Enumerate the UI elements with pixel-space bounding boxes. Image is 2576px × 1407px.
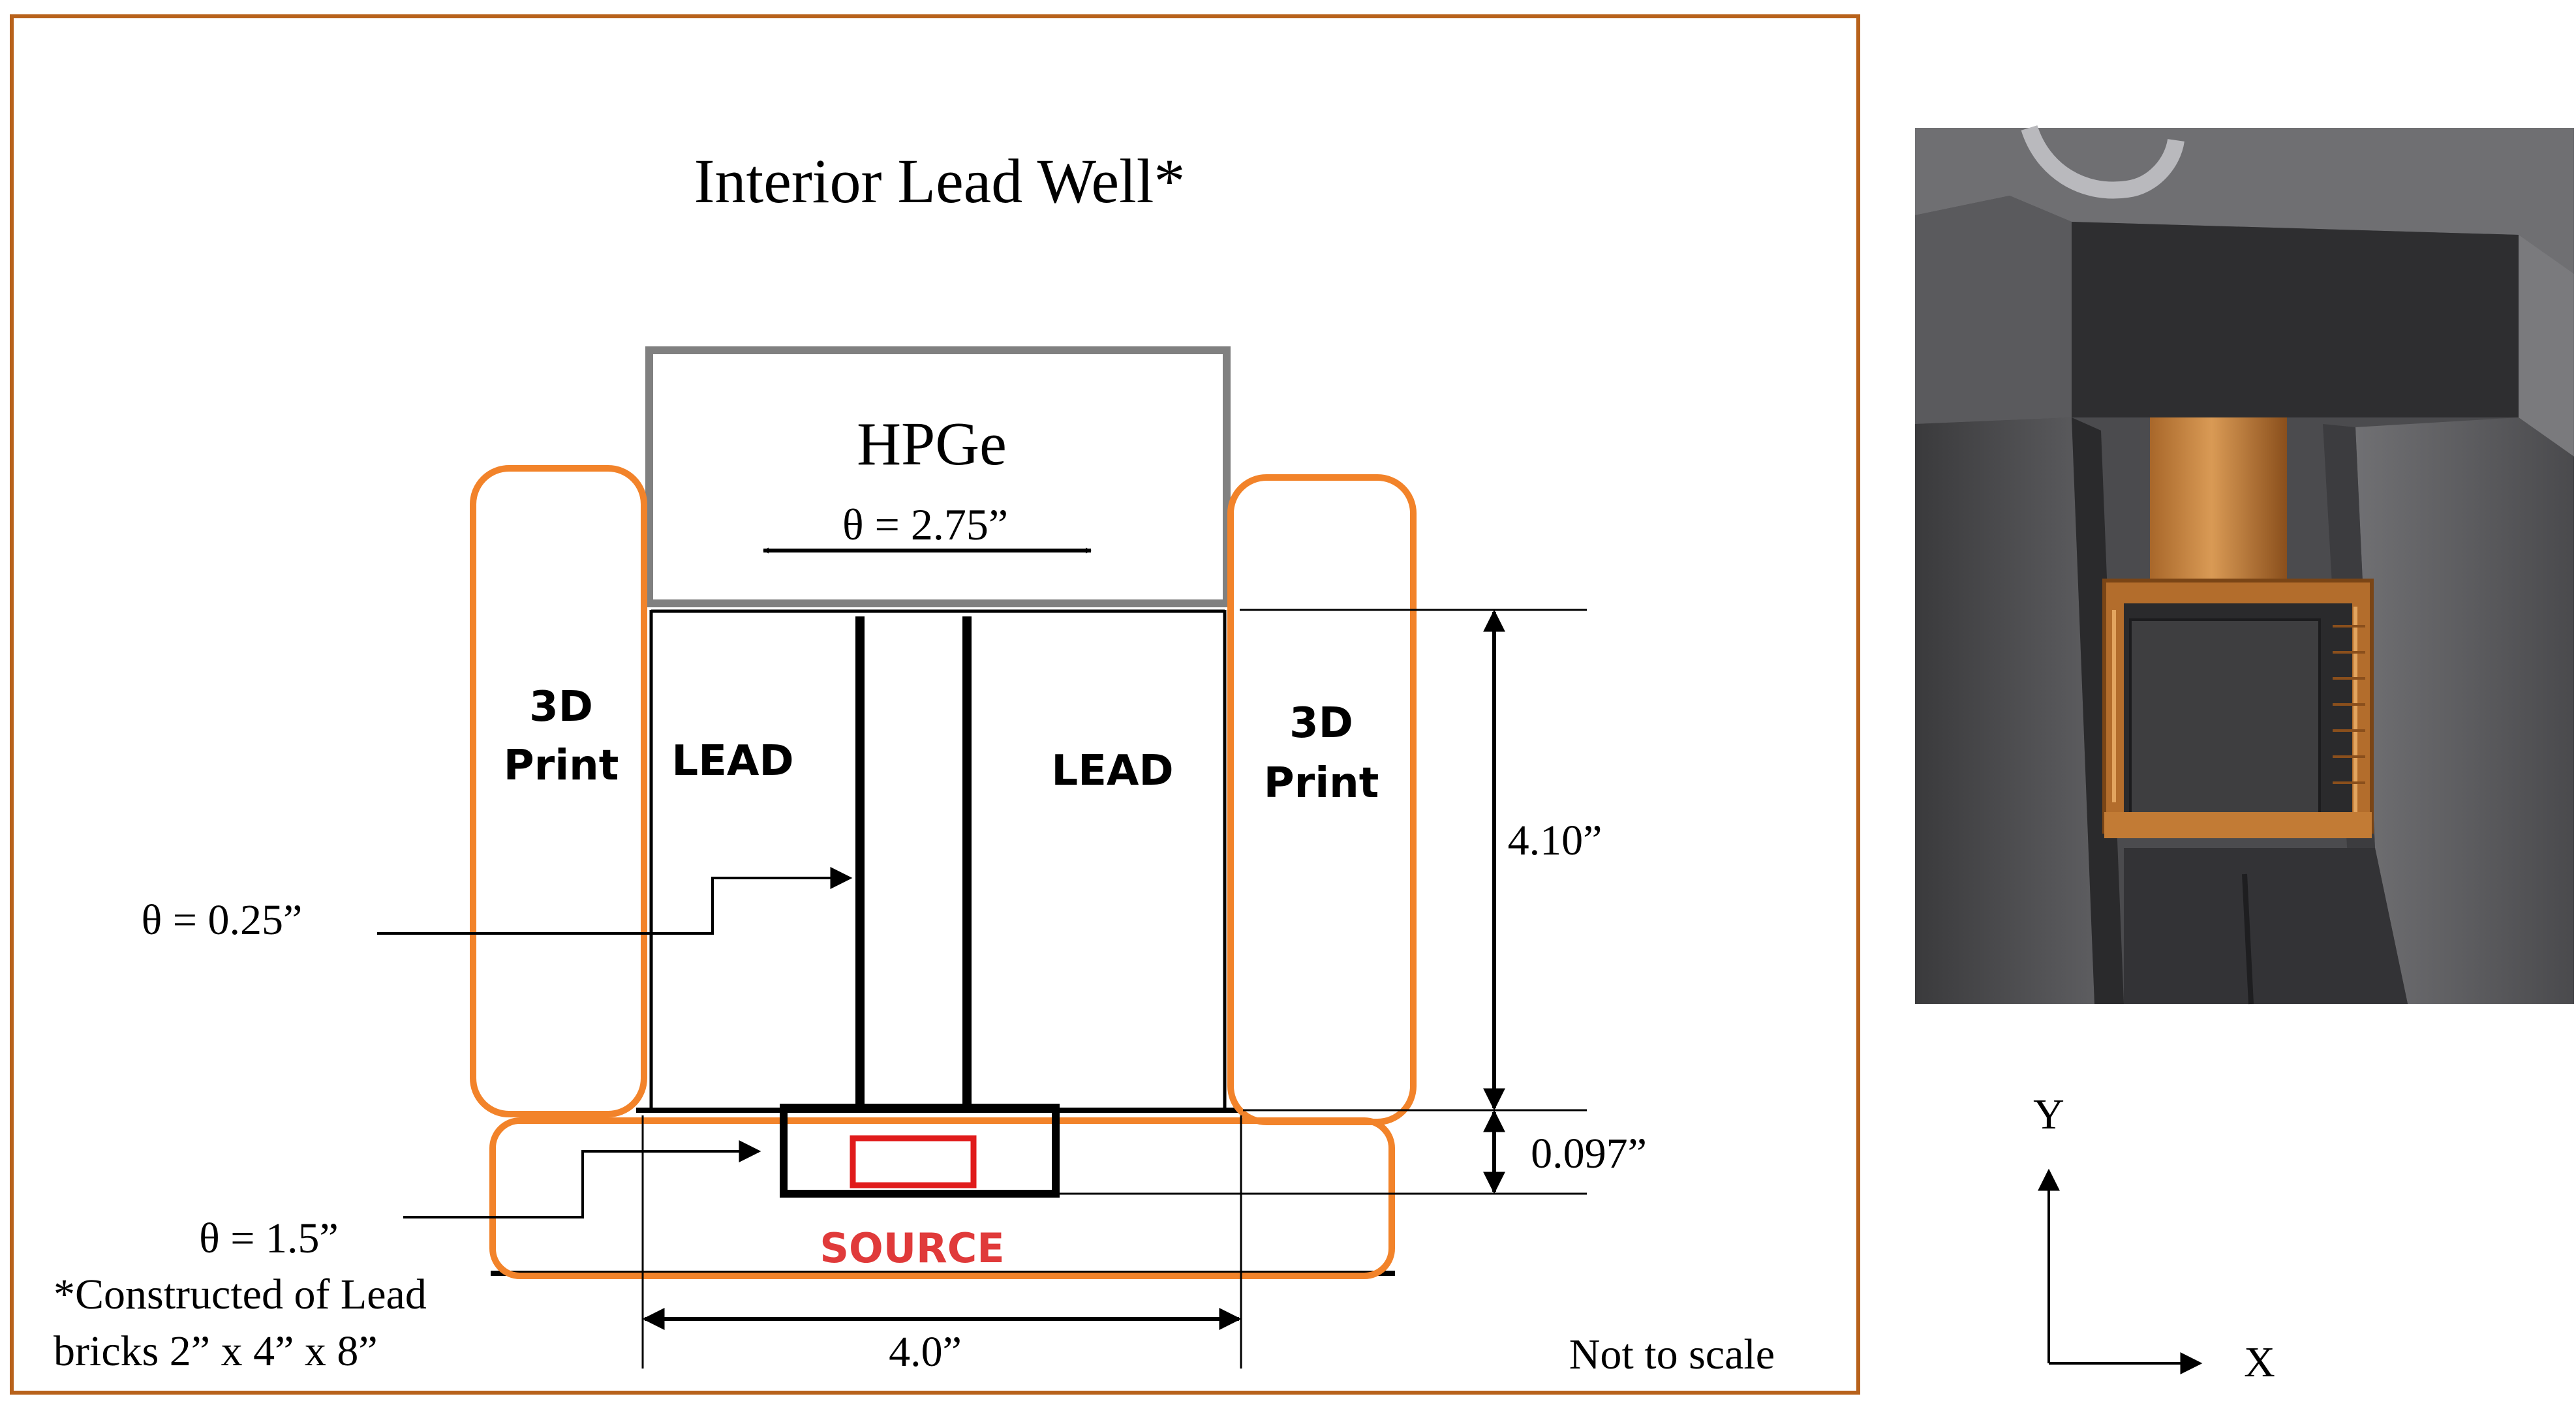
width-dimension-label: 4.0” — [889, 1328, 962, 1376]
footnote-line2: bricks 2” x 4” x 8” — [54, 1327, 378, 1375]
y-axis-label: Y — [2033, 1091, 2064, 1138]
print-left-line1: 3D — [529, 683, 593, 731]
print-left-line2: Print — [504, 742, 619, 790]
setup-photo — [1915, 125, 2574, 1005]
print-right-line1: 3D — [1289, 699, 1353, 748]
gap-dimension-label: 0.097” — [1531, 1130, 1647, 1177]
diagram-title: Interior Lead Well* — [694, 146, 1186, 216]
source-holder — [780, 1104, 1060, 1198]
lead-left-label: LEAD — [671, 737, 793, 785]
hpge-diameter-label: θ = 2.75” — [842, 500, 1008, 549]
lead-right-label: LEAD — [1051, 747, 1173, 795]
source-holder-diameter-label: θ = 1.5” — [199, 1215, 339, 1262]
source-tray — [489, 1117, 1395, 1279]
hpge-label: HPGe — [857, 410, 1007, 478]
source-element — [850, 1135, 977, 1188]
collimator-diameter-label: θ = 0.25” — [142, 896, 303, 944]
source-holder-leader — [403, 1140, 761, 1218]
print-left-block — [470, 465, 647, 1117]
collimator-leader — [377, 867, 853, 935]
footnote-line1: *Constructed of Lead — [54, 1271, 427, 1318]
print-right-line2: Print — [1264, 759, 1379, 808]
scale-note: Not to scale — [1569, 1331, 1775, 1378]
height-dimension-label: 4.10” — [1508, 817, 1602, 864]
x-axis-label: X — [2244, 1339, 2275, 1386]
source-label: SOURCE — [820, 1224, 1004, 1272]
hpge-detector — [645, 346, 1231, 607]
diagram-frame — [10, 14, 1860, 1395]
